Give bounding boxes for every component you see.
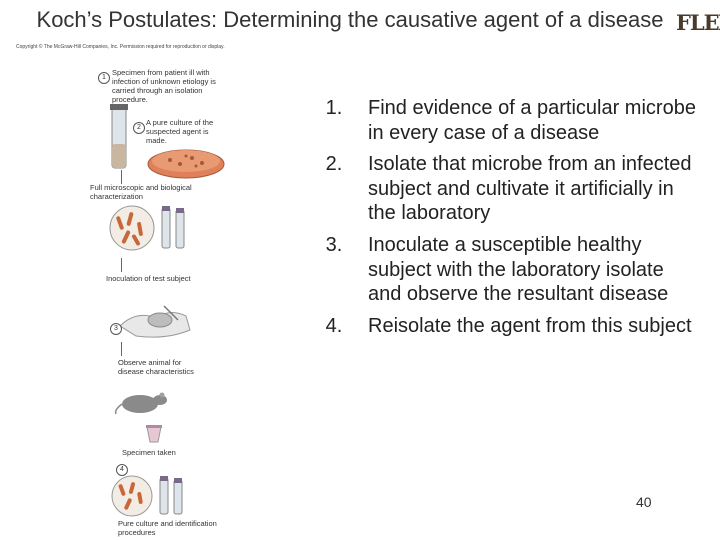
pure-culture-label: A pure culture of the suspected agent is… — [146, 118, 214, 145]
postulate-item: 3. Inoculate a susceptible healthy subje… — [300, 233, 700, 307]
step-marker-2: 2 — [133, 122, 145, 134]
postulate-number: 2. — [325, 153, 343, 176]
characterization-label: Full microscopic and biological characte… — [90, 183, 192, 201]
step-marker-1: 1 — [98, 72, 110, 84]
final-culture-illustration — [111, 475, 183, 517]
specimen-taken-label: Specimen taken — [122, 448, 176, 457]
step-marker-3: 3 — [110, 323, 122, 335]
postulate-text: Reisolate the agent from this subject — [368, 314, 692, 337]
specimen-cup-illustration — [146, 425, 162, 443]
postulate-item: 2. Isolate that microbe from an infected… — [300, 152, 700, 226]
copyright-notice: Copyright © The McGraw-Hill Companies, I… — [16, 44, 225, 50]
postulate-text: Isolate that microbe from an infected su… — [368, 153, 692, 225]
postulate-text: Find evidence of a particular microbe in… — [368, 97, 696, 144]
postulate-number: 4. — [325, 314, 343, 337]
postulate-number: 3. — [325, 233, 343, 256]
postulate-number: 1. — [325, 97, 343, 119]
postulates-list: 1. Find evidence of a particular microbe… — [300, 96, 700, 345]
test-tube-and-dish-illustration — [110, 104, 225, 179]
inoculation-illustration — [119, 305, 191, 338]
final-procedure-label: Pure culture and identification procedur… — [118, 519, 217, 537]
sick-mouse-illustration — [114, 392, 167, 415]
inoculation-label: Inoculation of test subject — [106, 274, 191, 283]
slide-title: Koch’s Postulates: Determining the causa… — [36, 7, 664, 32]
microscopy-illustration — [109, 205, 185, 251]
observe-label: Observe animal for disease characteristi… — [118, 358, 194, 376]
flex-logo: FLEX — [676, 10, 720, 35]
specimen-label: Specimen from patient ill with infection… — [112, 68, 216, 104]
postulate-text: Inoculate a susceptible healthy subject … — [368, 233, 669, 306]
step-marker-4: 4 — [116, 464, 128, 476]
postulate-item: 4. Reisolate the agent from this subject — [300, 314, 700, 339]
page-number: 40 — [636, 494, 652, 510]
postulate-item: 1. Find evidence of a particular microbe… — [300, 96, 700, 145]
